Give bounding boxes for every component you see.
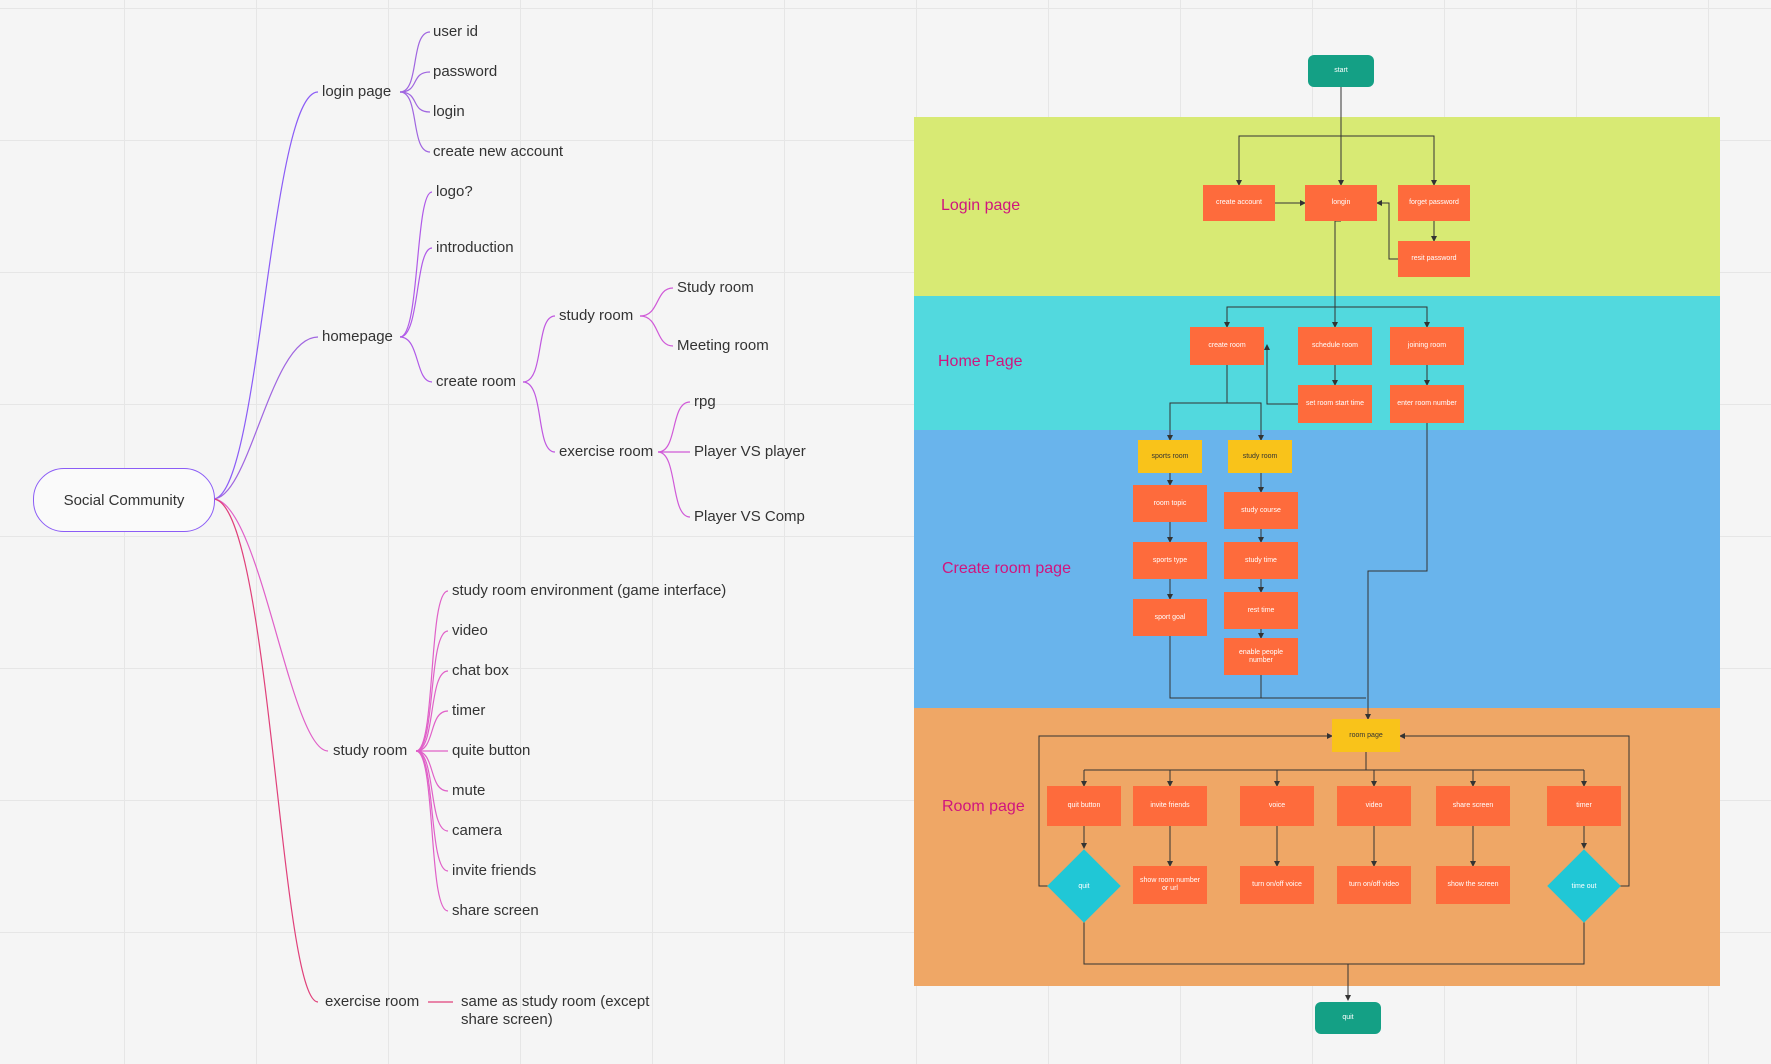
flow-people-number[interactable]: enable people number: [1224, 638, 1298, 675]
flow-room-topic[interactable]: room topic: [1133, 485, 1207, 522]
band-create-room-page: [914, 430, 1720, 708]
flow-quit[interactable]: quit: [1315, 1002, 1381, 1034]
mindmap-root-node[interactable]: Social Community: [33, 468, 215, 532]
flow-invite-friends[interactable]: invite friends: [1133, 786, 1207, 826]
mindmap-introduction[interactable]: introduction: [436, 239, 514, 256]
flow-turn-video[interactable]: turn on/off video: [1337, 866, 1411, 904]
flow-create-room[interactable]: create room: [1190, 327, 1264, 365]
mindmap-user-id[interactable]: user id: [433, 23, 479, 40]
mindmap-mute[interactable]: mute: [452, 782, 486, 799]
flow-forget-password[interactable]: forget password: [1398, 185, 1470, 221]
mindmap-connectors: [212, 31, 691, 1003]
mindmap-login[interactable]: login: [433, 103, 465, 120]
flow-create-account[interactable]: create account: [1203, 185, 1275, 221]
flow-quit-decision-label: quit: [1078, 882, 1090, 890]
mindmap-share-screen[interactable]: share screen: [452, 902, 539, 919]
mindmap-logo[interactable]: logo?: [436, 183, 473, 200]
mindmap-quite-button[interactable]: quite button: [452, 742, 531, 759]
mindmap-video[interactable]: video: [452, 622, 488, 639]
mindmap-player-vs-comp[interactable]: Player VS Comp: [694, 508, 805, 525]
mindmap-chat-box[interactable]: chat box: [452, 662, 509, 679]
flow-set-start-time[interactable]: set room start time: [1298, 385, 1372, 423]
band-label-home: Home Page: [938, 353, 1023, 370]
flow-study-time[interactable]: study time: [1224, 542, 1298, 579]
mindmap-login-page[interactable]: login page: [322, 83, 392, 100]
mindmap-create-study-room[interactable]: study room: [559, 307, 634, 324]
flow-voice[interactable]: voice: [1240, 786, 1314, 826]
root-label: Social Community: [63, 491, 185, 509]
flow-enter-room-number[interactable]: enter room number: [1390, 385, 1464, 423]
mindmap-meeting-room-option[interactable]: Meeting room: [677, 337, 769, 354]
flow-start[interactable]: start: [1308, 55, 1374, 87]
flow-show-room-number[interactable]: show room number or url: [1133, 866, 1207, 904]
mindmap-invite-friends[interactable]: invite friends: [452, 862, 537, 879]
mindmap-password[interactable]: password: [433, 63, 498, 80]
mindmap-study-room[interactable]: study room: [333, 742, 408, 759]
mindmap-create-exercise-room[interactable]: exercise room: [559, 443, 654, 460]
mindmap-create-new-account[interactable]: create new account: [433, 143, 564, 160]
flow-sports-room[interactable]: sports room: [1138, 440, 1202, 473]
band-label-create: Create room page: [942, 560, 1071, 577]
mindmap-homepage[interactable]: homepage: [322, 328, 393, 345]
mindmap-exercise-room-note[interactable]: same as study room (except share screen): [461, 993, 650, 1028]
band-label-login: Login page: [941, 197, 1021, 214]
flow-quit-button[interactable]: quit button: [1047, 786, 1121, 826]
flow-time-out-label: time out: [1571, 882, 1597, 890]
flow-sports-type[interactable]: sports type: [1133, 542, 1207, 579]
mindmap-study-room-option[interactable]: Study room: [677, 279, 754, 296]
flow-turn-voice[interactable]: turn on/off voice: [1240, 866, 1314, 904]
flow-schedule-room[interactable]: schedule room: [1298, 327, 1372, 365]
mindmap-create-room[interactable]: create room: [436, 373, 517, 390]
mindmap-player-vs-player[interactable]: Player VS player: [694, 443, 806, 460]
flow-sport-goal[interactable]: sport goal: [1133, 599, 1207, 636]
flow-show-screen[interactable]: show the screen: [1436, 866, 1510, 904]
mindmap-rpg[interactable]: rpg: [694, 393, 716, 410]
flow-joining-room[interactable]: joining room: [1390, 327, 1464, 365]
band-label-room: Room page: [942, 798, 1025, 815]
flow-study-room[interactable]: study room: [1228, 440, 1292, 473]
flow-login[interactable]: longin: [1305, 185, 1377, 221]
flow-video[interactable]: video: [1337, 786, 1411, 826]
flow-share-screen[interactable]: share screen: [1436, 786, 1510, 826]
flow-room-page[interactable]: room page: [1332, 719, 1400, 752]
flow-timer[interactable]: timer: [1547, 786, 1621, 826]
flow-rest-time[interactable]: rest time: [1224, 592, 1298, 629]
mindmap-exercise-room[interactable]: exercise room: [325, 993, 420, 1010]
flow-study-course[interactable]: study course: [1224, 492, 1298, 529]
mindmap-study-room-environment[interactable]: study room environment (game interface): [452, 582, 727, 599]
mindmap-timer[interactable]: timer: [452, 702, 486, 719]
mindmap-camera[interactable]: camera: [452, 822, 503, 839]
flow-reset-password[interactable]: resit password: [1398, 241, 1470, 277]
